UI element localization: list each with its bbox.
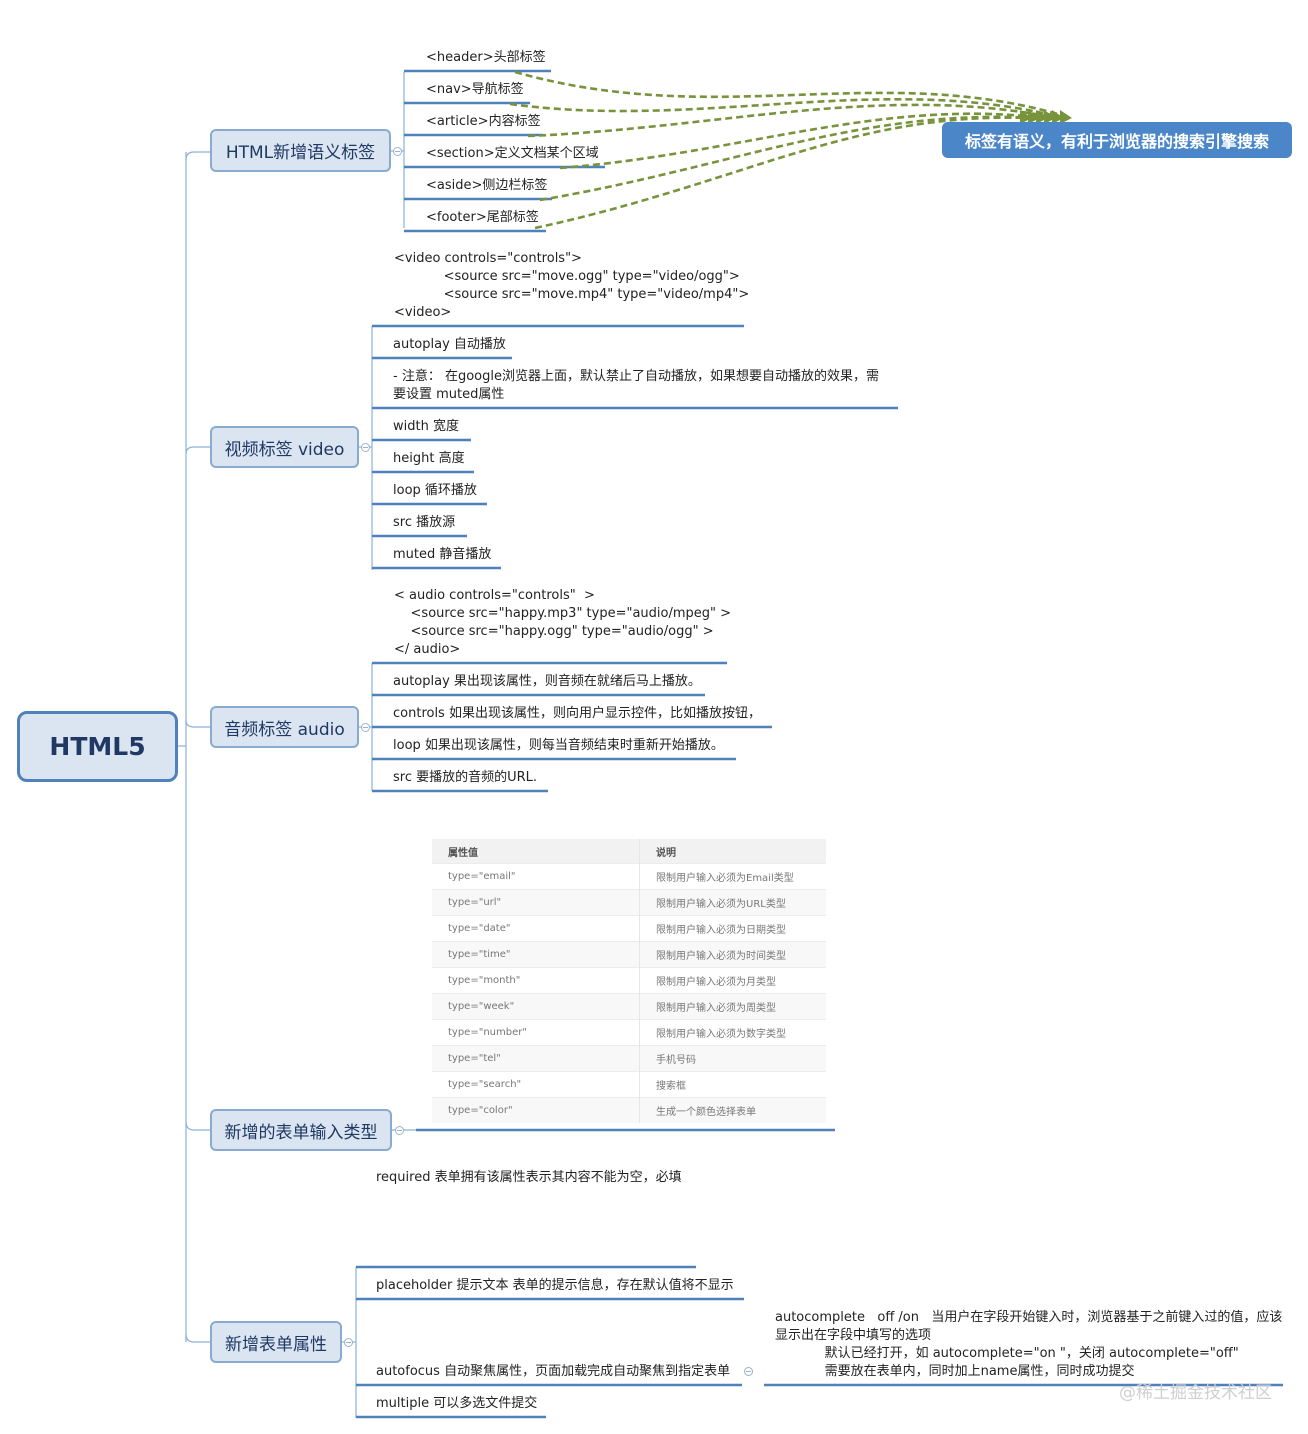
form-item-multiple: multiple 可以多选文件提交: [376, 1396, 538, 1411]
semantic-item-section: <section>定义文档某个区域: [426, 146, 599, 161]
topic-video[interactable]: 视频标签 video: [210, 426, 359, 468]
table-row: type="email"限制用户输入必须为Email类型: [432, 863, 826, 890]
semantic-item-footer: <footer>尾部标签: [426, 210, 539, 225]
table-row: type="number"限制用户输入必须为数字类型: [432, 1019, 826, 1046]
topic-form-attributes-label: 新增表单属性: [225, 1334, 327, 1355]
table-cell: 限制用户输入必须为Email类型: [639, 863, 826, 890]
table-row: type="time"限制用户输入必须为时间类型: [432, 941, 826, 968]
table-row: type="month"限制用户输入必须为月类型: [432, 967, 826, 994]
collapse-toggle-semantic[interactable]: [393, 147, 402, 156]
topic-audio-label: 音频标签 audio: [224, 719, 345, 740]
topic-video-label: 视频标签 video: [224, 439, 345, 460]
collapse-toggle-autofocus[interactable]: [744, 1367, 753, 1376]
table-row: type="search"搜索框: [432, 1071, 826, 1098]
video-item-muted: muted 静音播放: [393, 547, 492, 562]
table-cell: 限制用户输入必须为月类型: [639, 967, 826, 994]
form-item-autofocus: autofocus 自动聚焦属性，页面加载完成自动聚焦到指定表单: [376, 1364, 731, 1379]
form-item-placeholder: placeholder 提示文本 表单的提示信息，存在默认值将不显示: [376, 1278, 734, 1293]
table-row: type="tel"手机号码: [432, 1045, 826, 1072]
video-item-autoplay: autoplay 自动播放: [393, 337, 506, 352]
topic-form-attributes[interactable]: 新增表单属性: [210, 1321, 342, 1363]
table-row: type="color"生成一个颜色选择表单: [432, 1097, 826, 1123]
collapse-toggle-input-types[interactable]: [395, 1126, 404, 1135]
table-cell: type="week": [432, 993, 640, 1020]
form-item-autocomplete: autocomplete off /on 当用户在字段开始键入时，浏览器基于之前…: [775, 1310, 1283, 1379]
root-topic-label: HTML5: [49, 732, 146, 761]
audio-code-example: < audio controls="controls" > <source sr…: [394, 588, 732, 657]
table-cell: 限制用户输入必须为周类型: [639, 993, 826, 1020]
topic-audio[interactable]: 音频标签 audio: [210, 706, 359, 748]
topic-semantic-tags-label: HTML新增语义标签: [225, 143, 376, 163]
table-cell: type="color": [432, 1097, 640, 1123]
semantic-callout-label: 标签有语义，有利于浏览器的搜索引擎搜索: [964, 132, 1269, 151]
audio-item-controls: controls 如果出现该属性，则向用户显示控件，比如播放按钮，: [393, 706, 761, 721]
input-types-table: 属性值 说明 type="email"限制用户输入必须为Email类型 type…: [432, 839, 826, 1123]
video-item-width: width 宽度: [393, 419, 459, 434]
form-item-required: required 表单拥有该属性表示其内容不能为空，必填: [376, 1170, 682, 1185]
table-header-row: 属性值 说明: [432, 839, 826, 864]
semantic-item-article: <article>内容标签: [426, 114, 541, 129]
collapse-toggle-video[interactable]: [361, 443, 370, 452]
root-topic-html5[interactable]: HTML5: [17, 711, 178, 782]
audio-item-autoplay: autoplay 果出现该属性，则音频在就绪后马上播放。: [393, 674, 701, 689]
video-item-loop: loop 循环播放: [393, 483, 477, 498]
table-cell: type="email": [432, 863, 640, 890]
audio-item-loop: loop 如果出现该属性，则每当音频结束时重新开始播放。: [393, 738, 724, 753]
topic-input-types[interactable]: 新增的表单输入类型: [210, 1109, 392, 1151]
table-cell: type="time": [432, 941, 640, 968]
table-cell: type="tel": [432, 1045, 640, 1072]
topic-semantic-tags[interactable]: HTML新增语义标签: [210, 129, 391, 172]
topic-input-types-label: 新增的表单输入类型: [224, 1122, 378, 1143]
table-row: type="url"限制用户输入必须为URL类型: [432, 889, 826, 916]
table-cell: 限制用户输入必须为日期类型: [639, 915, 826, 942]
table-header: 说明: [639, 839, 826, 864]
video-item-src: src 播放源: [393, 515, 456, 530]
watermark: @稀土掘金技术社区: [1119, 1383, 1272, 1403]
table-cell: 限制用户输入必须为数字类型: [639, 1019, 826, 1046]
semantic-item-header: <header>头部标签: [426, 50, 546, 65]
table-cell: 生成一个颜色选择表单: [639, 1097, 826, 1123]
video-item-note: - 注意： 在google浏览器上面，默认禁止了自动播放，如果想要自动播放的效果…: [393, 369, 879, 402]
table-cell: 限制用户输入必须为URL类型: [639, 889, 826, 916]
table-cell: type="number": [432, 1019, 640, 1046]
table-cell: type="search": [432, 1071, 640, 1098]
table-row: type="week"限制用户输入必须为周类型: [432, 993, 826, 1020]
video-code-example: <video controls="controls"> <source src=…: [394, 251, 750, 320]
table-cell: type="date": [432, 915, 640, 942]
semantic-callout[interactable]: 标签有语义，有利于浏览器的搜索引擎搜索: [942, 122, 1292, 158]
table-cell: 搜索框: [639, 1071, 826, 1098]
table-header: 属性值: [432, 839, 640, 864]
semantic-item-nav: <nav>导航标签: [426, 82, 524, 97]
table-row: type="date"限制用户输入必须为日期类型: [432, 915, 826, 942]
audio-item-src: src 要播放的音频的URL.: [393, 770, 538, 785]
table-cell: 限制用户输入必须为时间类型: [639, 941, 826, 968]
table-cell: 手机号码: [639, 1045, 826, 1072]
collapse-toggle-audio[interactable]: [361, 723, 370, 732]
collapse-toggle-form-attributes[interactable]: [344, 1338, 353, 1347]
semantic-item-aside: <aside>侧边栏标签: [426, 178, 548, 193]
table-cell: type="url": [432, 889, 640, 916]
table-cell: type="month": [432, 967, 640, 994]
video-item-height: height 高度: [393, 451, 465, 466]
